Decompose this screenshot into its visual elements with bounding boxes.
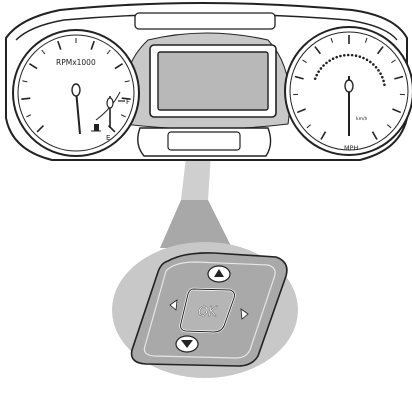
kmh-scale-dot: [375, 66, 378, 69]
kmh-scale-dot: [359, 55, 362, 58]
kmh-scale-dot: [322, 64, 325, 67]
kmh-scale-dot: [328, 59, 331, 62]
kmh-scale-dot: [366, 59, 369, 62]
kmh-scale-dot: [314, 77, 317, 80]
fuel-full-label: F: [126, 98, 130, 106]
kmh-scale-dot: [372, 63, 375, 66]
arrow-down-button[interactable]: [176, 336, 198, 352]
kmh-scale-dot: [347, 54, 350, 57]
top-indicator-panel: [135, 13, 275, 29]
tachometer-unit-label: RPMx1000: [56, 58, 96, 67]
speedometer-needle-hub: [345, 80, 353, 92]
speedometer-gauge: km/h MPH: [285, 27, 412, 155]
kmh-scale-dot: [339, 55, 342, 58]
kmh-scale-dot: [381, 76, 384, 79]
kmh-scale-dot: [320, 67, 323, 70]
control-pad-zoom: OK: [112, 242, 298, 378]
kmh-scale-dot: [317, 70, 320, 73]
fuel-empty-label: E: [106, 134, 110, 142]
message-center-screen: [158, 52, 268, 110]
kmh-scale-dot: [379, 72, 382, 75]
kmh-scale-dot: [382, 80, 385, 83]
fuel-gauge-hub: [107, 98, 113, 108]
kmh-scale-dot: [377, 69, 380, 72]
kmh-scale-dot: [315, 74, 318, 77]
kmh-scale-dot: [383, 83, 386, 86]
highlight-beam-lower: [160, 200, 232, 248]
speedometer-secondary-unit: km/h: [356, 116, 368, 122]
kmh-scale-dot: [335, 56, 338, 59]
kmh-scale-dot: [351, 54, 354, 57]
tachometer-needle-hub: [72, 84, 80, 96]
arrow-up-button[interactable]: [208, 266, 230, 282]
tachometer-tick: [21, 98, 30, 99]
kmh-scale-dot: [369, 61, 372, 64]
kmh-scale-dot: [325, 62, 328, 65]
ok-label: OK: [198, 305, 218, 320]
tachometer-gauge: RPMx1000 F E: [13, 30, 139, 156]
kmh-scale-dot: [332, 57, 335, 60]
lower-indicator-window: [168, 132, 240, 150]
kmh-scale-dot: [343, 54, 346, 57]
kmh-scale-dot: [355, 54, 358, 57]
kmh-scale-dot: [362, 57, 365, 60]
speedometer-unit-label: MPH: [344, 144, 359, 152]
